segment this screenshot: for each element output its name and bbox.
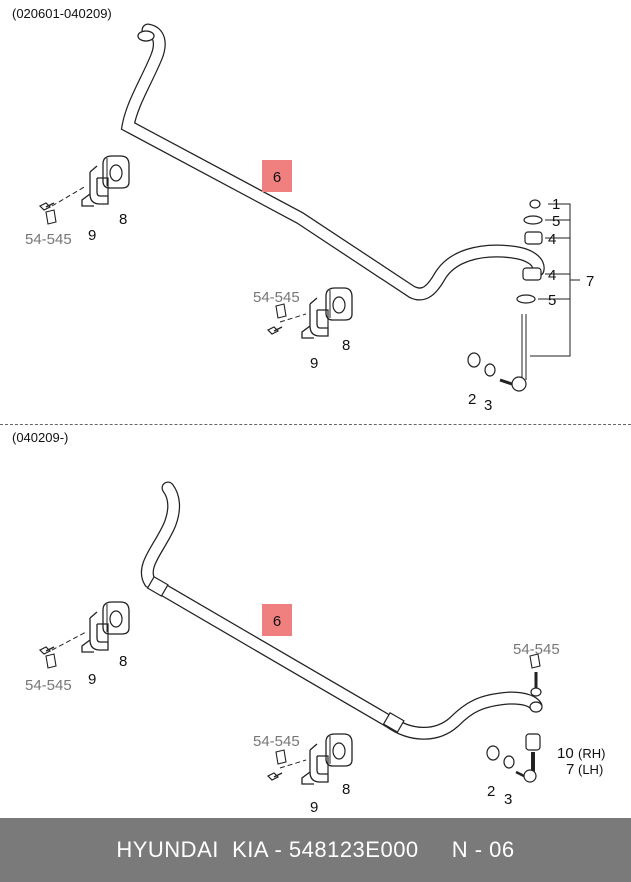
bottom-right-ref: 54-545 [513,641,560,658]
link-label-1: 1 [552,196,560,213]
top-mid-bracket-label: 9 [310,355,318,372]
link-lh-side: (LH) [578,762,603,777]
top-nut-label: 2 [468,391,476,408]
bottom-mid-bracket-label: 9 [310,799,318,816]
top-bar-label: 6 [273,169,281,186]
top-washer-label: 3 [484,397,492,414]
bottom-stabilizer-bar [140,481,543,740]
top-stabilizer-bar [120,23,545,301]
link-rh-side: (RH) [578,746,605,761]
bottom-left-ref: 54-545 [25,677,72,694]
link-label-7: 7 [586,273,594,290]
footer-part-text: HYUNDAI KIA - 548123E000 N - 06 [116,837,515,862]
bottom-left-bracket-label: 9 [88,671,96,688]
top-mid-bushing-label: 8 [342,337,350,354]
bottom-mid-mount [267,733,353,785]
link-label-4a: 4 [548,231,556,248]
bottom-mid-bushing-label: 8 [342,781,350,798]
bottom-washer-label: 3 [504,791,512,808]
section-range-bottom: (040209-) [12,430,69,445]
top-mid-mount [267,287,353,339]
top-bar-highlight [262,160,292,192]
link-label-5a: 5 [552,213,560,230]
link-rh-number: 10 [557,745,574,762]
stabilizer-diagram: 6 54-545 9 8 54-545 9 8 1 5 4 4 7 5 2 3 [25,23,605,816]
top-left-ref: 54-545 [25,231,72,248]
link-label-5b: 5 [548,292,556,309]
top-left-bracket-label: 9 [88,227,96,244]
bottom-mid-ref: 54-545 [253,733,300,750]
bottom-bar-highlight [262,604,292,636]
top-left-mount [39,155,130,225]
top-callouts: 6 54-545 9 8 54-545 9 8 1 5 4 4 7 5 2 3 [25,160,594,414]
bottom-bar-label: 6 [273,613,281,630]
footer-bar: HYUNDAI KIA - 548123E000 N - 06 [0,818,631,882]
top-link-parts [467,199,580,392]
bottom-left-bushing-label: 8 [119,653,127,670]
bottom-callouts: 6 54-545 9 8 54-545 9 8 54-545 10 (RH) 7… [25,604,605,816]
bottom-left-mount [39,601,130,669]
top-left-bushing-label: 8 [119,211,127,228]
bottom-nut-label: 2 [487,783,495,800]
bottom-link-parts [486,653,542,783]
section-divider [0,424,631,425]
link-lh-number: 7 [566,761,574,778]
link-label-4b: 4 [548,267,556,284]
top-mid-ref: 54-545 [253,289,300,306]
section-range-top: (020601-040209) [12,6,112,21]
